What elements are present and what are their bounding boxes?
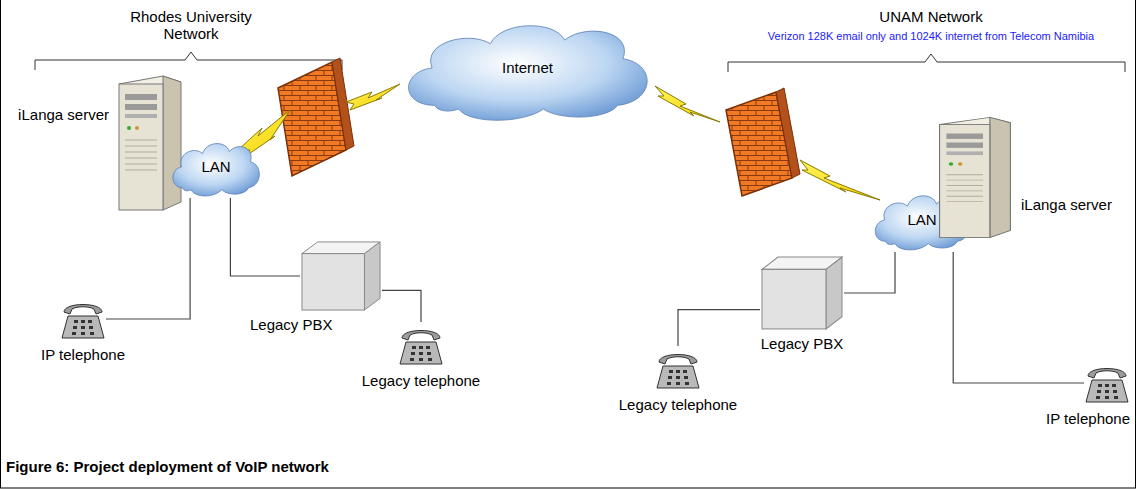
internet-cloud: Internet <box>395 12 660 124</box>
bracket <box>728 54 1125 72</box>
legacy-telephone-shape <box>655 346 701 392</box>
node-label: Legacy telephone <box>362 372 480 389</box>
network-cable <box>106 198 190 319</box>
network-cable <box>844 252 895 293</box>
lightning-link <box>800 160 880 200</box>
legacy-telephone-shape <box>398 322 444 368</box>
network-cable <box>678 310 760 346</box>
node-label: IP telephone <box>41 346 125 363</box>
node-label: Legacy telephone <box>619 396 737 413</box>
node-label: Internet <box>502 59 553 76</box>
legacy-pbx-shape <box>760 255 844 331</box>
legacy-pbx: Legacy PBX <box>300 240 382 312</box>
network-cable <box>230 198 300 276</box>
network-label: Rhodes University Network <box>116 8 266 43</box>
node-label: LAN <box>201 158 230 175</box>
node-label: iLanga server <box>1021 196 1112 213</box>
network-cable <box>382 290 421 322</box>
ip-telephone: IP telephone <box>1084 360 1130 406</box>
firewall-side <box>776 88 800 178</box>
node-label: Legacy PBX <box>250 316 333 333</box>
lightning-link <box>346 84 400 110</box>
network-label: UNAM Network <box>781 8 1081 25</box>
link-note: Verizon 128K email only and 1024K intern… <box>721 30 1136 43</box>
legacy-telephone: Legacy telephone <box>655 346 701 392</box>
network-cable <box>953 252 1084 383</box>
node-label: iLanga server <box>18 106 109 123</box>
ip-telephone-shape <box>1084 360 1130 406</box>
firewall-side <box>332 58 354 150</box>
legacy-telephone: Legacy telephone <box>398 322 444 368</box>
server-icon-shape <box>935 112 1015 242</box>
node-label: IP telephone <box>1046 410 1130 427</box>
legacy-pbx: Legacy PBX <box>760 255 844 331</box>
figure-caption: Figure 6: Project deployment of VoIP net… <box>6 458 329 475</box>
server-icon: iLanga server <box>935 112 1015 242</box>
lightning-link <box>655 86 720 122</box>
lan-cloud: LAN <box>168 136 264 198</box>
server-icon-shape <box>115 70 185 215</box>
server-icon: iLanga server <box>115 70 185 215</box>
bracket <box>35 52 342 70</box>
legacy-pbx-shape <box>300 240 382 312</box>
node-label: LAN <box>907 211 936 228</box>
ip-telephone: IP telephone <box>60 296 106 342</box>
ip-telephone-shape <box>60 296 106 342</box>
node-label: Legacy PBX <box>761 335 844 352</box>
